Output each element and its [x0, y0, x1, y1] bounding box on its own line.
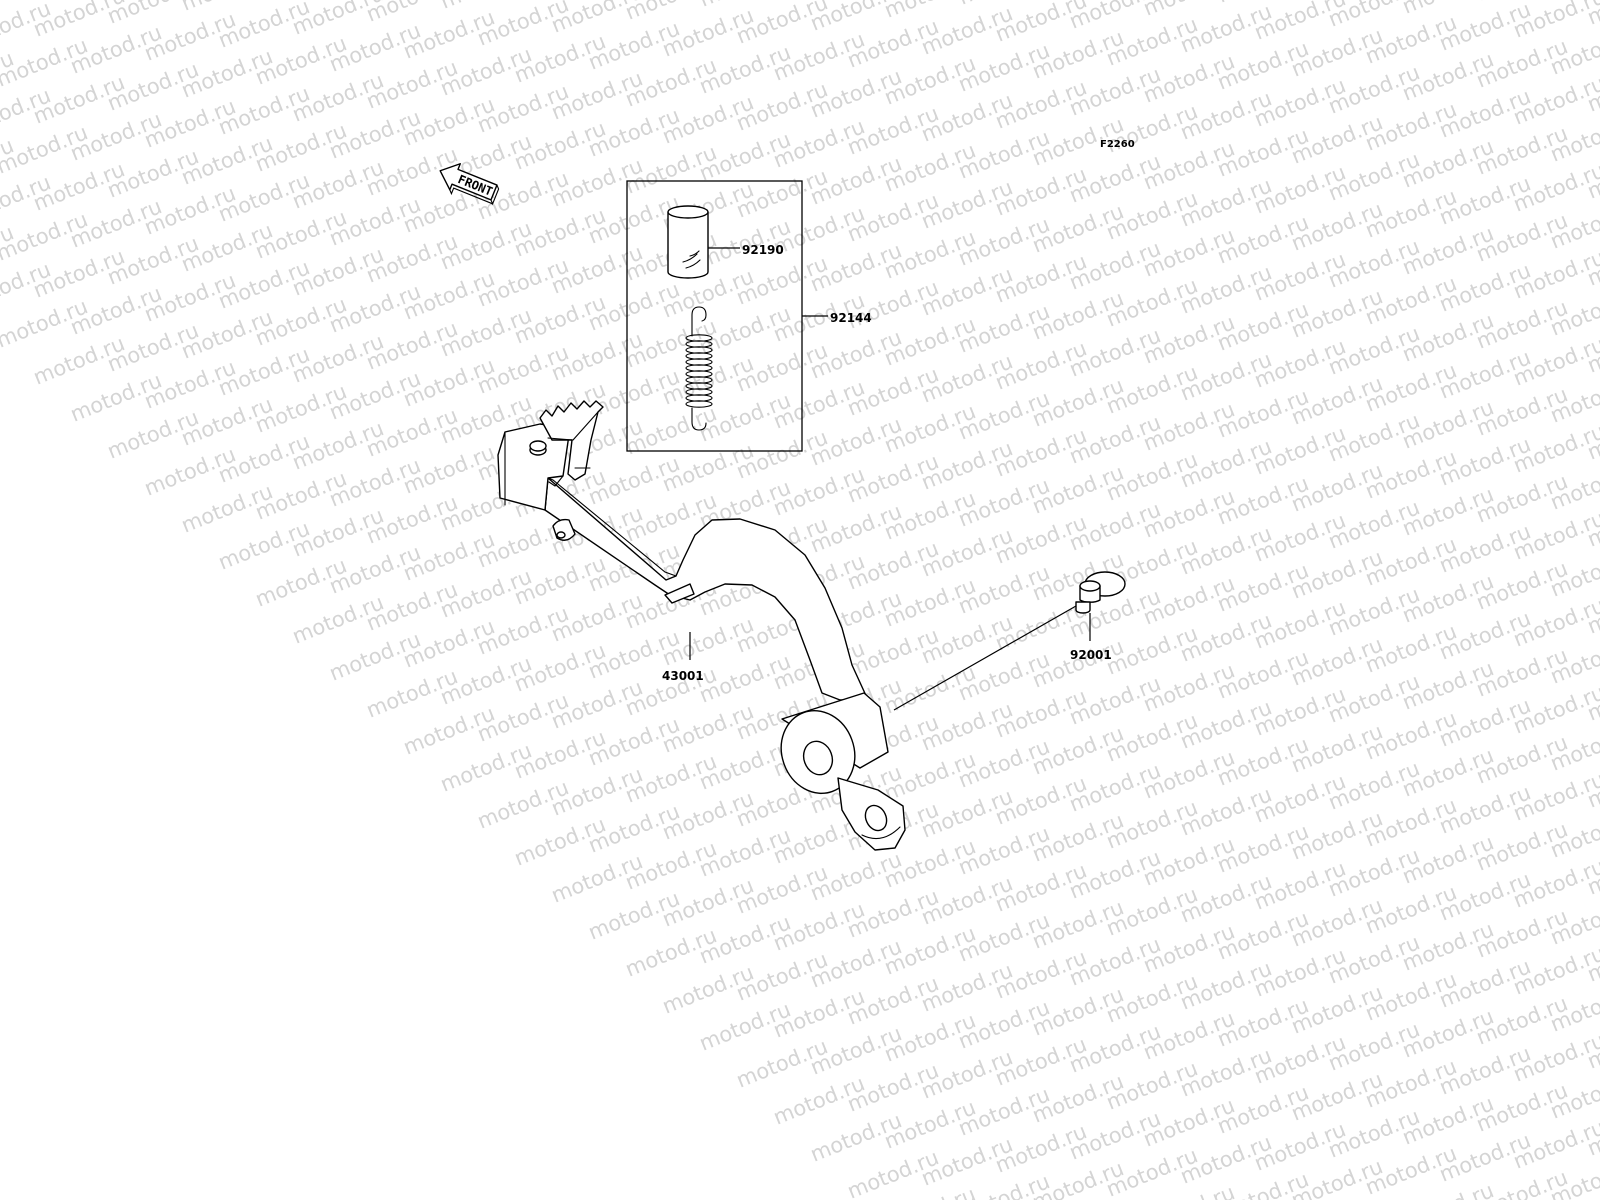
sleeve-part: [667, 205, 709, 279]
callout-92144: 92144: [830, 311, 872, 325]
spring-coil: [685, 358, 713, 366]
bolt-axis-line: [893, 605, 1077, 711]
callout-92001: 92001: [1070, 648, 1112, 662]
callout-92190: 92190: [742, 243, 784, 257]
brake-pedal-part: [497, 400, 906, 851]
diagram-code: F2260: [1100, 139, 1135, 150]
callout-43001: 43001: [662, 669, 704, 683]
spring-coil: [685, 400, 713, 408]
bolt-part: [1075, 571, 1126, 614]
spring-part: [685, 306, 713, 431]
